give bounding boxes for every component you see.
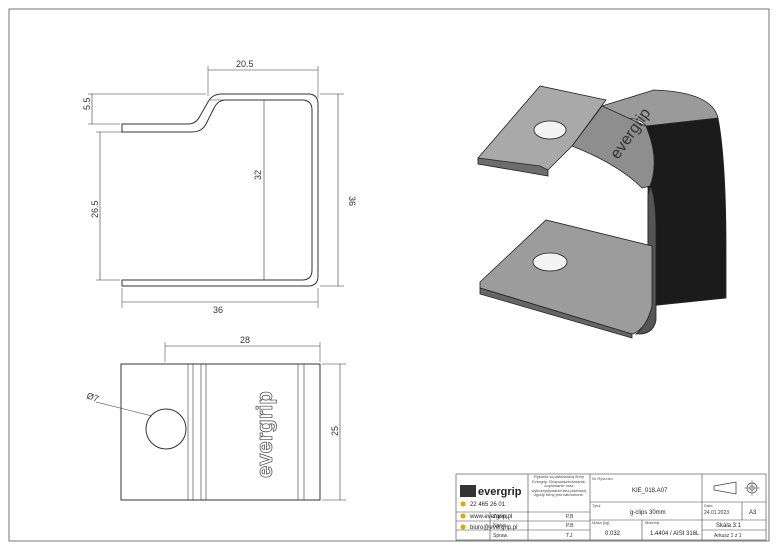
isometric-view: [477, 85, 727, 339]
dim-outer-height: 36: [347, 196, 357, 206]
row-label-drawn: Narys.: [493, 523, 507, 529]
logo-text: evergrip: [478, 486, 522, 498]
dim-hole-diameter: Ø7: [85, 390, 100, 404]
material-label: Materiał: [645, 520, 659, 525]
iso-top-plate: [571, 105, 655, 189]
dim-plan-height: 25: [330, 426, 340, 436]
row-label-checked: Spraw.: [493, 533, 508, 539]
projection-symbol-icon: [713, 480, 760, 496]
iso-lower-edge: [479, 287, 633, 339]
row-value-designed: P.B: [566, 514, 574, 520]
plan-hole: [145, 408, 187, 450]
website-text: www.evergrip.pl: [469, 514, 512, 520]
title-block: [455, 473, 767, 541]
logo-mark: [460, 485, 476, 497]
iso-back-face: [645, 117, 727, 307]
dim-inner-height: 32: [253, 170, 263, 180]
dim-plan-width: 28: [240, 335, 250, 345]
plan-outline: [120, 363, 321, 501]
dim-top-width: 20.5: [236, 59, 254, 69]
side-view: [88, 66, 344, 308]
iso-lower-hole: [532, 252, 568, 272]
row-value-checked: T.J: [566, 533, 573, 539]
scale-value: Skala 3:1: [716, 523, 742, 529]
notice-box: Rysunki są własnością firmy Evergrip. Ro…: [531, 475, 587, 498]
drawing-number: KIE_018.A07: [632, 488, 668, 494]
dim-top-height: 5.5: [82, 97, 92, 110]
title-label: Tytuł: [592, 503, 601, 508]
web-icon: [460, 513, 466, 519]
email-text: biuro@evergrip.pl: [470, 525, 517, 531]
mass-label: Masa [kg]: [592, 520, 609, 525]
row-value-drawn: P.B: [566, 523, 574, 529]
phone-text: 22 465 26 01: [470, 502, 506, 508]
row-label-designed: Zaproj.: [493, 514, 509, 520]
side-profile: [121, 93, 319, 287]
phone-icon: [460, 501, 466, 507]
notice-text: Rysunki są własnością firmy Evergrip. Ro…: [531, 475, 587, 498]
drawing-title: g-clips 30mm: [630, 510, 666, 516]
sheet-border: [8, 8, 770, 542]
iso-upper-hole: [533, 120, 567, 140]
date-label: Data: [704, 503, 713, 508]
date-value: 24.01.2023: [704, 510, 729, 516]
material-value: 1.4404 / AISI 316L: [650, 531, 700, 537]
dim-lower-height: 26.5: [90, 200, 100, 218]
dim-bottom-width: 36: [213, 305, 223, 315]
email-icon: [460, 524, 466, 530]
format-value: A3: [749, 510, 757, 516]
sheet-value: Arkusz 1 z 1: [714, 533, 742, 539]
iso-upper-lip-edge: [477, 157, 549, 177]
mass-value: 0.032: [605, 531, 621, 537]
plan-view: [95, 342, 346, 501]
drawing-number-label: Nr Rysunku: [592, 476, 613, 481]
part-marking-plan: evergrip: [252, 391, 277, 478]
